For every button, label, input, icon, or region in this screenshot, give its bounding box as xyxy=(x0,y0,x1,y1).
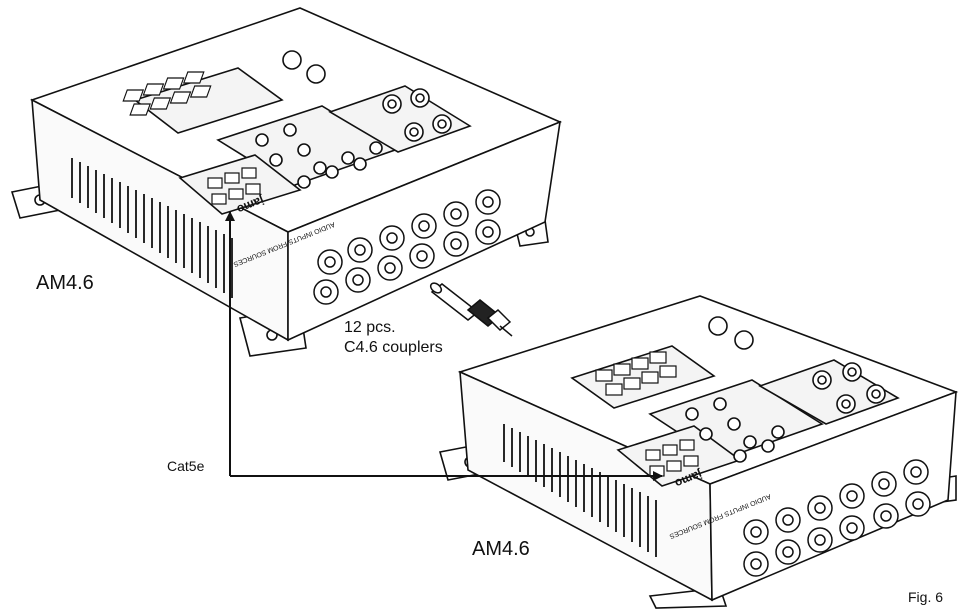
rj45-ports-front xyxy=(207,167,261,205)
rca-jacks-front xyxy=(313,189,501,305)
rca-panel-right xyxy=(328,85,472,153)
speaker-terminals-top xyxy=(812,362,886,414)
am46-unit-top xyxy=(10,7,563,357)
coupler-count-label: 12 pcs. xyxy=(344,319,396,336)
c46-coupler xyxy=(429,282,513,337)
speaker-terminals-top xyxy=(382,88,452,142)
rca-jacks-top xyxy=(255,50,383,189)
front-face xyxy=(709,390,957,602)
vent-slots xyxy=(71,158,233,298)
am46-unit-bottom xyxy=(438,295,959,609)
rj45-ports-top xyxy=(122,71,212,116)
device-label-top: AM4.6 xyxy=(36,272,94,294)
rj45-panel-top xyxy=(133,67,284,134)
rca-panel-right xyxy=(758,359,900,425)
rj45-ports-top xyxy=(595,351,677,396)
coupler-name-label: C4.6 couplers xyxy=(344,339,443,356)
device-label-bottom: AM4.6 xyxy=(472,538,530,560)
figure-label: Fig. 6 xyxy=(908,589,944,605)
vent-slots xyxy=(503,424,657,557)
rca-jacks-top xyxy=(685,316,785,463)
rj45-panel-front xyxy=(178,154,302,215)
cat5e-cable xyxy=(225,211,663,481)
rca-jacks-front xyxy=(743,459,931,577)
cable-label: Cat5e xyxy=(167,458,205,474)
